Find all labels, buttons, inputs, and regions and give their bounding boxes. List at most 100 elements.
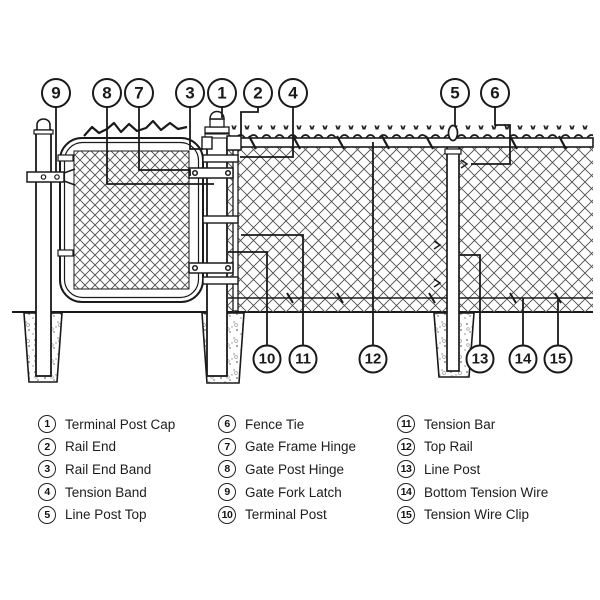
fence-ties	[248, 135, 567, 150]
callout-8: 8	[92, 78, 122, 108]
legend-label: Top Rail	[424, 439, 473, 455]
legend-badge: 9	[218, 483, 236, 502]
legend-item: 3 Rail End Band	[38, 458, 175, 481]
callout-6-number: 6	[490, 84, 499, 103]
callout-5: 5	[440, 78, 470, 108]
callout-14-number: 14	[515, 351, 532, 368]
callout-7: 7	[124, 78, 154, 108]
leader-2	[240, 107, 259, 135]
line-post	[446, 140, 460, 372]
legend-label: Gate Post Hinge	[245, 461, 345, 477]
callout-15: 15	[543, 344, 573, 374]
fence-section	[227, 124, 594, 372]
legend-item: 6 Fence Tie	[218, 413, 356, 436]
legend-badge: 5	[38, 505, 56, 524]
legend-label: Fence Tie	[245, 416, 305, 432]
legend-item: 5 Line Post Top	[38, 503, 175, 526]
gate-frame	[59, 137, 204, 303]
leader-8	[106, 107, 214, 185]
callout-9-number: 9	[51, 84, 60, 103]
legend-label: Terminal Post	[245, 507, 327, 523]
latch-post	[33, 118, 54, 377]
line-post-top	[444, 124, 462, 155]
callout-8-number: 8	[102, 84, 111, 103]
rail-end	[226, 135, 242, 151]
callout-5-number: 5	[450, 84, 459, 103]
leader-13	[460, 254, 481, 346]
line-post-ties	[433, 159, 469, 288]
callout-10: 10	[252, 344, 282, 374]
legend-badge: 2	[38, 437, 56, 456]
callout-15-number: 15	[550, 351, 567, 368]
legend-item: 15 Tension Wire Clip	[397, 503, 548, 526]
callout-3: 3	[175, 78, 205, 108]
callout-11: 11	[288, 344, 318, 374]
legend-label: Terminal Post Cap	[65, 416, 176, 432]
callout-10-number: 10	[259, 351, 276, 368]
legend-badge: 11	[397, 415, 415, 434]
callout-14: 14	[508, 344, 538, 374]
legend-column-2: 6 Fence Tie 7 Gate Frame Hinge 8 Gate Post …	[218, 413, 356, 526]
legend-item: 14 Bottom Tension Wire	[397, 481, 548, 504]
legend-item: 9 Gate Fork Latch	[218, 481, 356, 504]
legend-badge: 7	[218, 437, 236, 456]
legend-item: 12 Top Rail	[397, 436, 548, 459]
legend-item: 7 Gate Frame Hinge	[218, 436, 356, 459]
post-tension-bands	[202, 154, 239, 285]
legend-column-1: 1 Terminal Post Cap 2 Rail End 3 Rail End B…	[38, 413, 175, 526]
callout-leaders	[55, 107, 559, 346]
legend-label: Tension Wire Clip	[424, 507, 530, 523]
legend-item: 1 Terminal Post Cap	[38, 413, 175, 436]
leader-4	[240, 107, 294, 158]
fence-parts-diagram: 9 8 7 3 1 2 4 5 6 10 11 12 13 14 15	[12, 78, 594, 384]
gate-fork-latch	[26, 168, 76, 186]
callout-2: 2	[243, 78, 273, 108]
legend-badge: 8	[218, 460, 236, 479]
gate-assembly	[26, 110, 242, 377]
callout-7-number: 7	[134, 84, 143, 103]
legend-badge: 4	[38, 483, 56, 502]
rail-end-band	[201, 136, 213, 150]
legend-item: 8 Gate Post Hinge	[218, 458, 356, 481]
callout-4: 4	[278, 78, 308, 108]
legend-label: Gate Fork Latch	[245, 484, 342, 500]
leader-3	[189, 107, 203, 150]
callout-9: 9	[41, 78, 71, 108]
legend-label: Bottom Tension Wire	[424, 484, 549, 500]
top-rail	[227, 137, 594, 148]
terminal-post-cap	[204, 110, 230, 134]
legend-badge: 14	[397, 483, 415, 502]
gate-tension-bands	[57, 154, 74, 257]
leader-10	[228, 251, 268, 346]
legend-label: Gate Frame Hinge	[245, 439, 357, 455]
callout-3-number: 3	[185, 84, 194, 103]
callout-13: 13	[465, 344, 495, 374]
legend-badge: 1	[38, 415, 56, 434]
leader-11	[241, 234, 304, 346]
legend-badge: 12	[397, 437, 415, 456]
callout-2-number: 2	[253, 84, 262, 103]
callout-1: 1	[207, 78, 237, 108]
legend-badge: 3	[38, 460, 56, 479]
latch-post-cap	[36, 118, 51, 131]
legend-label: Rail End	[65, 439, 117, 455]
legend-item: 2 Rail End	[38, 436, 175, 459]
legend-label: Rail End Band	[65, 461, 152, 477]
legend-badge: 15	[397, 505, 415, 524]
legend-label: Line Post Top	[65, 507, 147, 523]
gate-top-wire-twists	[83, 119, 188, 137]
legend-label: Tension Band	[65, 484, 147, 500]
gate-mesh	[73, 150, 190, 290]
legend-badge: 13	[397, 460, 415, 479]
legend-label: Tension Bar	[424, 416, 496, 432]
legend-item: 4 Tension Band	[38, 481, 175, 504]
callout-13-number: 13	[472, 351, 489, 368]
callout-4-number: 4	[288, 84, 298, 103]
gate-hinges	[188, 167, 234, 274]
leader-6	[471, 107, 511, 165]
legend-badge: 6	[218, 415, 236, 434]
